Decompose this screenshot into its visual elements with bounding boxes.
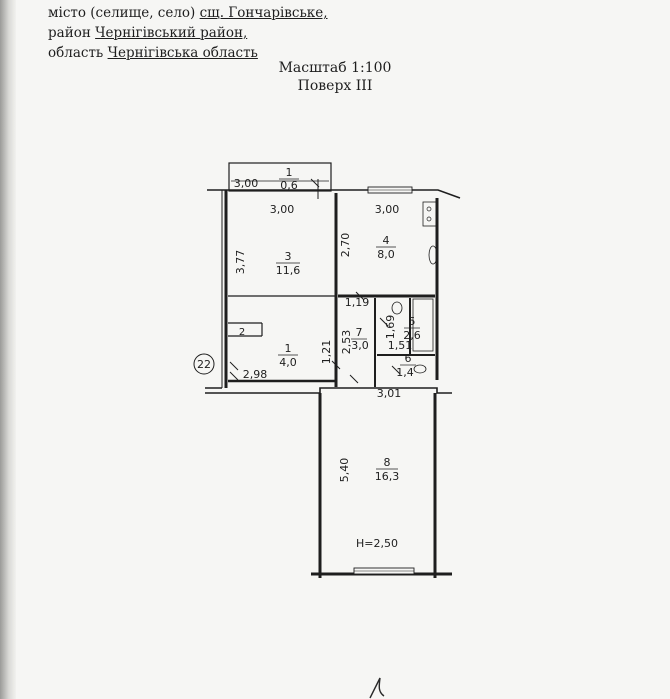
region-value: Чернігівська область <box>107 45 258 61</box>
dim-bath-length: 1,69 <box>384 315 397 340</box>
room-1-hall-area: 4,0 <box>279 356 297 369</box>
plan-walls <box>193 162 461 578</box>
apartment-number-marker: 22 <box>197 358 211 371</box>
room-3-number: 3 <box>285 250 292 263</box>
room-6-number: 6 <box>405 352 412 365</box>
ceiling-height: H=2,50 <box>356 537 398 550</box>
dim-door-width: 1,21 <box>320 340 333 365</box>
floor-label: Поверх III <box>297 78 373 94</box>
dim-room4-length: 2,70 <box>339 233 352 258</box>
district-label: район <box>48 25 91 41</box>
settlement-value: сщ. Гончарівське, <box>199 5 328 21</box>
dim-room3-length: 3,77 <box>234 250 247 275</box>
document-header: місто (селище, село) сщ. Гончарівське, р… <box>48 0 468 63</box>
room-3-area: 11,6 <box>276 264 301 277</box>
room-5-area: 2,6 <box>403 329 421 342</box>
dim-room4-width: 3,00 <box>375 203 400 216</box>
header-line-settlement: місто (селище, село) сщ. Гончарівське, <box>48 3 468 23</box>
room-1-hall-number: 1 <box>285 342 292 355</box>
header-line-region: область Чернігівська область <box>48 43 468 63</box>
dim-balcony-width: 3,00 <box>234 177 259 190</box>
room-2-number: 2 <box>239 327 245 338</box>
district-value: Чернігівський район, <box>95 25 248 41</box>
room-7-number: 7 <box>356 326 363 339</box>
room-1-balcony-area: 0,6 <box>280 179 298 192</box>
room-8-number: 8 <box>384 456 391 469</box>
room-5-number: 5 <box>409 315 416 328</box>
plan-labels: 22 1 0,6 3 11,6 4 8,0 1 4,0 7 3,0 5 2,6 … <box>197 166 421 550</box>
dim-corridor-width: 1,19 <box>345 296 370 309</box>
room-4-number: 4 <box>383 234 390 247</box>
room-6-area: 1,4 <box>396 366 414 379</box>
settlement-label: місто (селище, село) <box>48 5 196 21</box>
room-1-balcony-number: 1 <box>286 166 293 179</box>
dim-corridor-length: 2,53 <box>340 330 353 355</box>
scale-label: Масштаб 1:100 <box>278 60 392 76</box>
dim-hall-width: 2,98 <box>243 368 268 381</box>
header-line-district: район Чернігівський район, <box>48 23 468 43</box>
dim-room3-width: 3,00 <box>270 203 295 216</box>
signature <box>369 677 385 699</box>
scanned-page-binding-edge <box>0 0 16 699</box>
dim-room8-length: 5,40 <box>338 458 351 483</box>
dim-room8-width: 3,01 <box>377 387 402 400</box>
room-4-area: 8,0 <box>377 248 395 261</box>
room-7-area: 3,0 <box>351 339 369 352</box>
region-label: область <box>48 45 104 61</box>
room-8-area: 16,3 <box>375 470 400 483</box>
dim-bath-width: 1,51 <box>388 339 413 352</box>
